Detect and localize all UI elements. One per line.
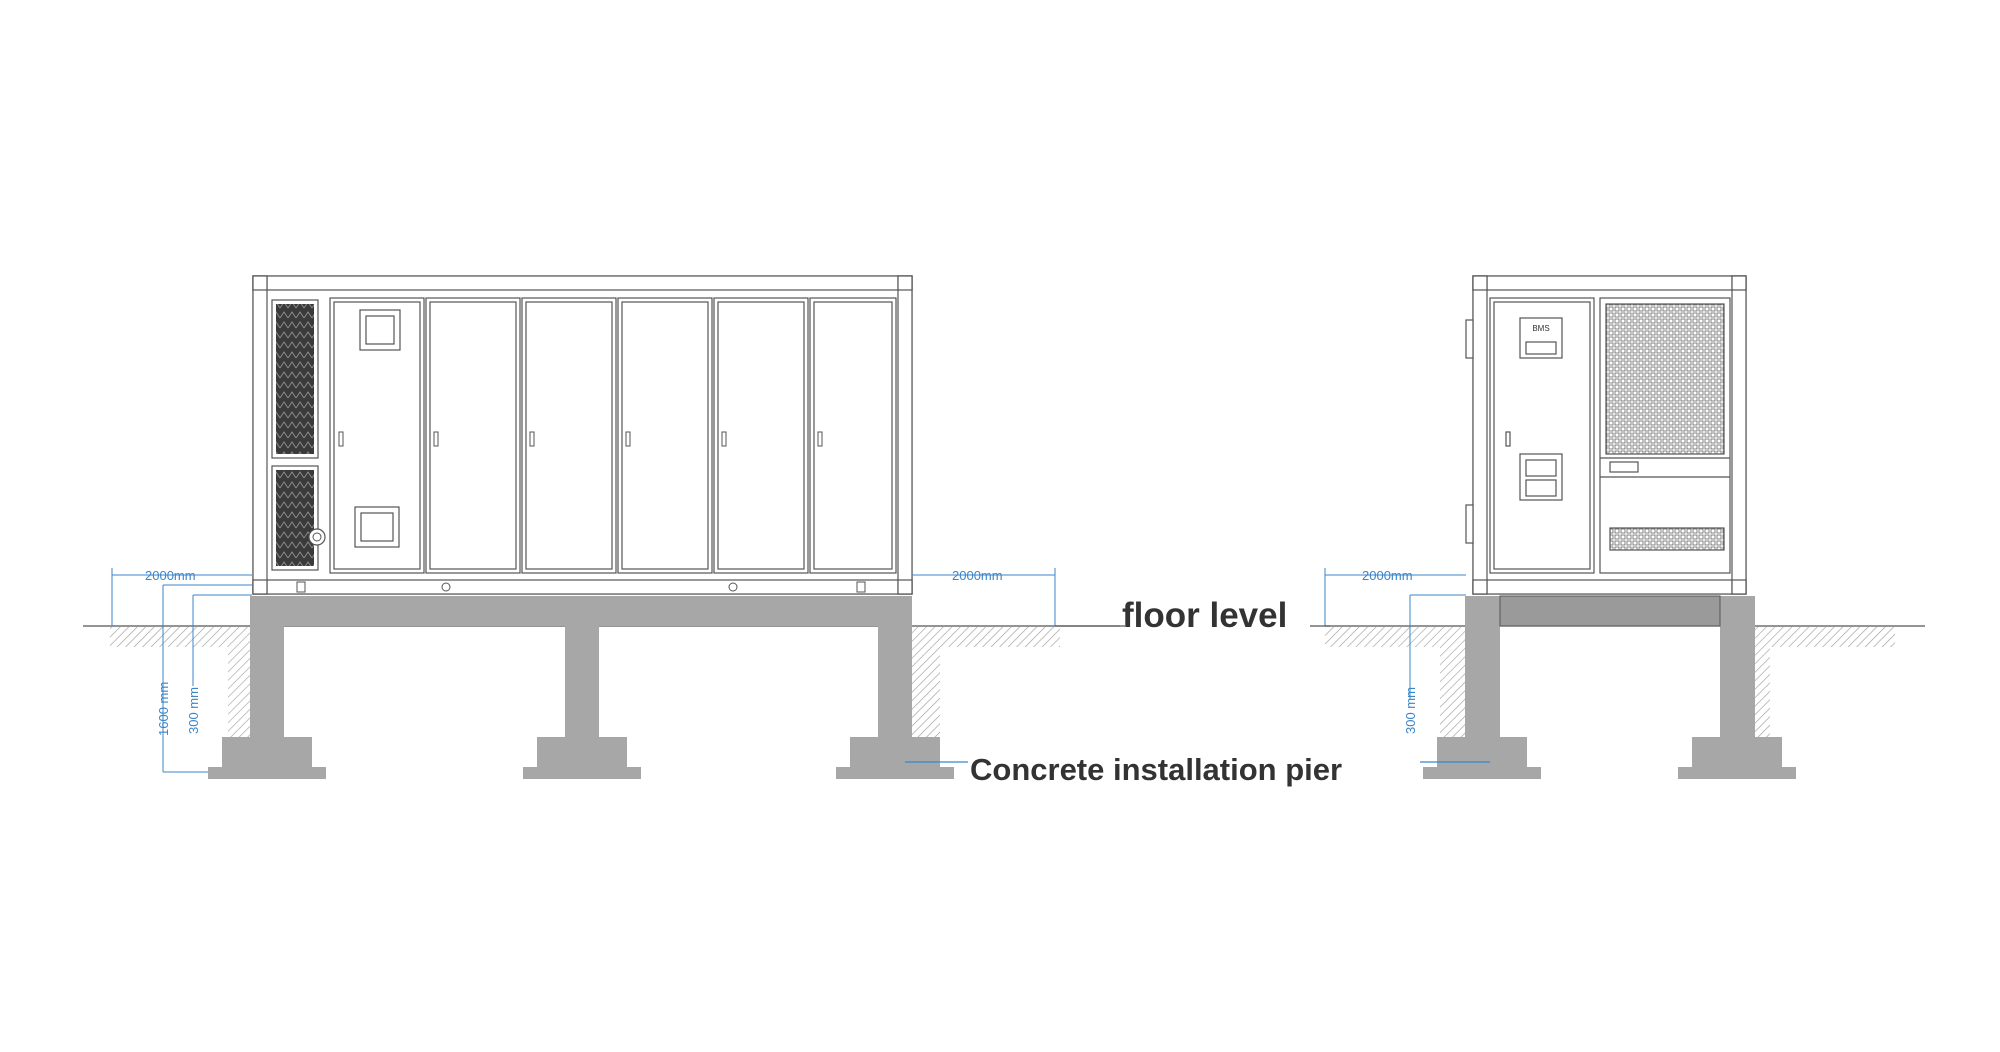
clearance-left-label: 2000mm <box>145 568 196 583</box>
dimension-lines <box>111 568 1466 773</box>
clearance-side-label: 2000mm <box>1362 568 1413 583</box>
clearance-right-label: 2000mm <box>952 568 1003 583</box>
pier-height-side-label: 300 mm <box>1403 687 1418 734</box>
concrete-piers-side-view <box>1423 596 1796 779</box>
pier-beam-outline-side <box>1499 595 1721 627</box>
hvac-grille <box>1599 297 1731 574</box>
floor-level-label: floor level <box>1122 596 1287 635</box>
cabinet-doors <box>329 297 897 574</box>
inspection-windows <box>354 309 401 548</box>
door-handles <box>338 431 823 447</box>
pier-label: Concrete installation pier <box>970 752 1342 787</box>
pier-height-label: 300 mm <box>186 687 201 734</box>
excavation-hatch-left <box>110 627 1060 737</box>
pier-depth-label: 1600 mm <box>156 682 171 736</box>
bms-badge: BMS <box>1532 324 1549 333</box>
leader-lines <box>905 625 1490 763</box>
base-fittings <box>296 581 866 593</box>
louver-vents <box>271 299 326 571</box>
side-door <box>1489 297 1595 574</box>
concrete-piers-front-view <box>208 596 954 779</box>
dimension-labels: 2000mm 2000mm 2000mm 1600 mm 300 mm 300 … <box>145 568 1418 736</box>
